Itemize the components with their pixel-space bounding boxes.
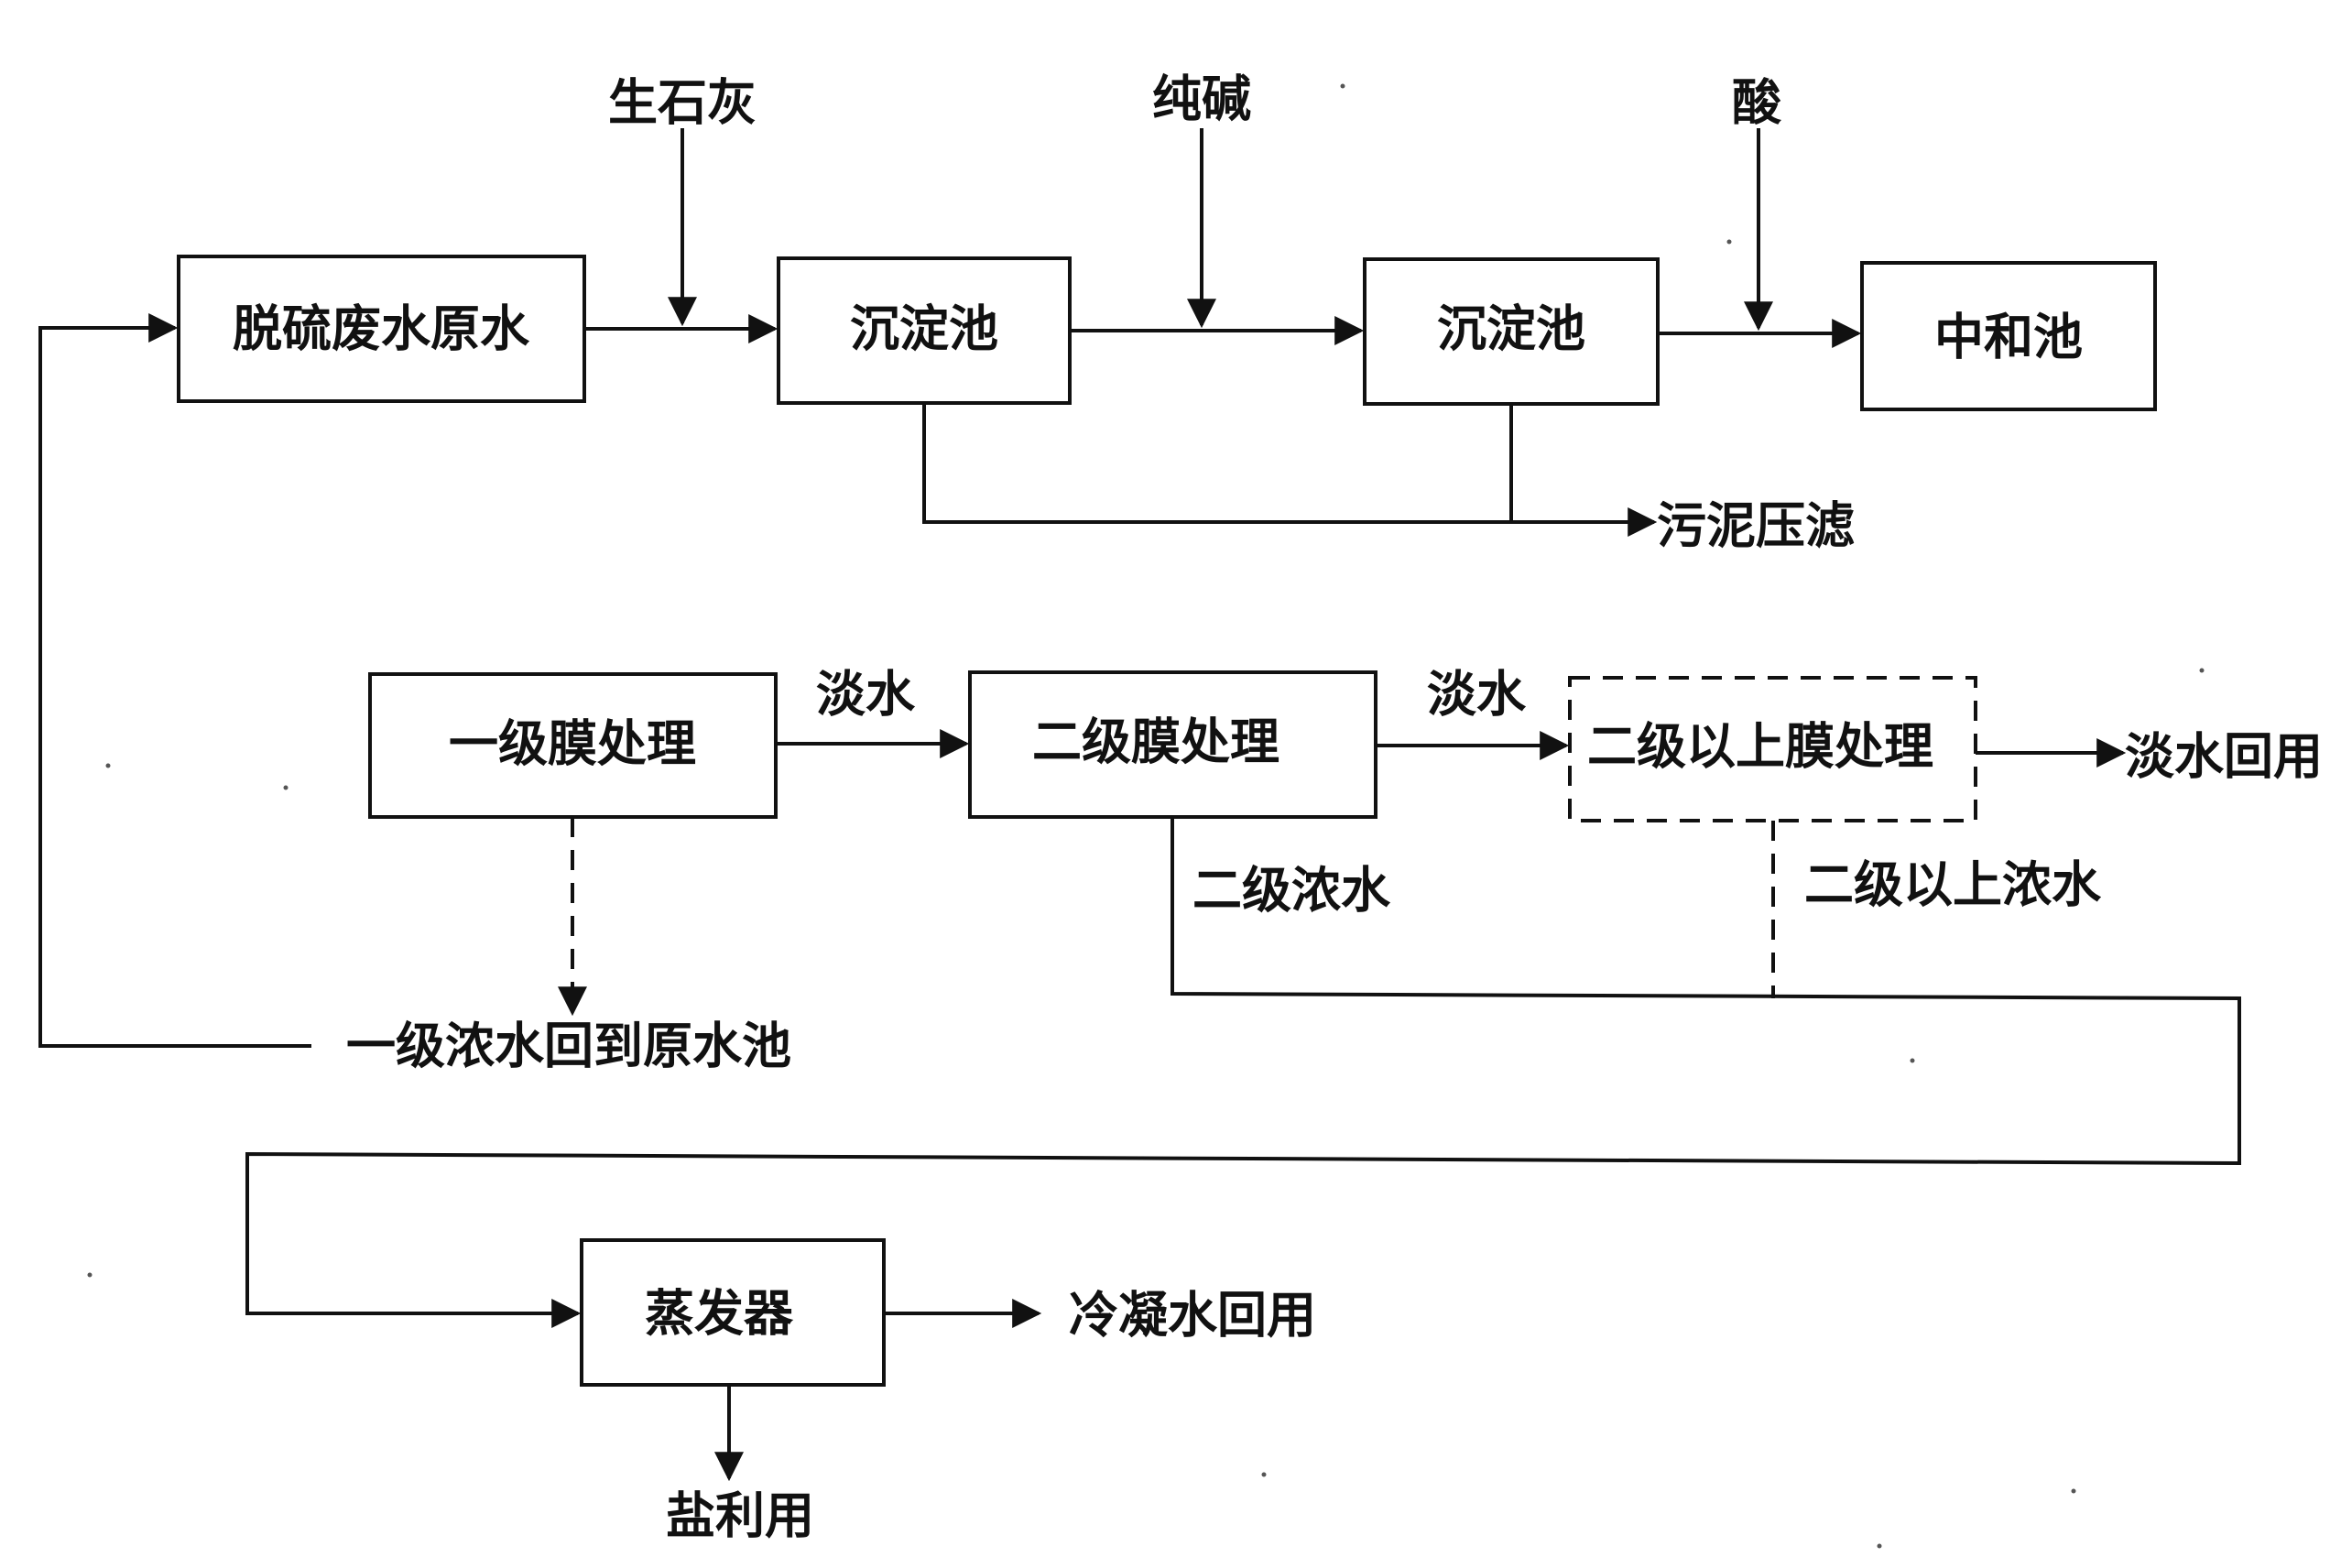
box-evaporator-label: 蒸发器 [645,1285,794,1343]
output-salt-use-label: 盐利用 [666,1487,814,1545]
speck [1726,239,1732,245]
speck [87,1272,93,1278]
speck [283,785,289,790]
output-concentrate-1-return-label: 一级浓水回到原水池 [346,1018,791,1075]
box-membrane-stage-1-label: 一级膜处理 [449,715,696,773]
box-settling-tank-2: 沉淀池 [1363,257,1660,406]
line-concentrate-to-evaporator [245,817,2241,1328]
output-fresh-water-reuse-label: 淡水回用 [2125,728,2323,786]
box-raw-water: 脱硫废水原水 [177,255,586,403]
flow-concentrate-2-label: 二级浓水 [1192,862,1391,920]
box-settling-tank-1: 沉淀池 [777,256,1072,405]
speck [2199,668,2205,673]
box-membrane-stage-1: 一级膜处理 [368,672,778,819]
speck [1261,1472,1267,1477]
box-settling-tank-1-label: 沉淀池 [850,300,998,358]
box-settling-tank-2-label: 沉淀池 [1437,300,1585,358]
speck [1340,83,1345,89]
box-membrane-above-stage-2: 二级以上膜处理 [1568,676,1977,822]
box-membrane-above-stage-2-label: 二级以上膜处理 [1587,718,1933,776]
box-neutralization-tank: 中和池 [1860,261,2157,411]
box-membrane-stage-2: 二级膜处理 [968,670,1377,819]
output-sludge-filter-label: 污泥压滤 [1657,497,1855,555]
speck [1910,1058,1915,1063]
input-acid-label: 酸 [1732,74,1782,132]
flow-fresh-water-label-1: 淡水 [816,666,916,724]
box-neutralization-tank-label: 中和池 [1934,309,2083,366]
flow-concentrate-above-2-label: 二级以上浓水 [1804,856,2102,914]
flow-fresh-water-label-2: 淡水 [1427,666,1527,724]
box-raw-water-label: 脱硫废水原水 [233,300,530,358]
line-sludge-from-settling-1 [922,403,1511,524]
box-evaporator: 蒸发器 [580,1238,886,1387]
input-soda-ash-label: 纯碱 [1152,71,1251,128]
box-membrane-stage-2-label: 二级膜处理 [1032,713,1279,771]
input-quicklime-label: 生石灰 [608,74,757,132]
speck [2071,1488,2076,1494]
line-concentrate-1-return-to-raw [38,313,311,1048]
speck [1877,1543,1882,1549]
speck [105,763,111,768]
output-condensate-reuse-label: 冷凝水回用 [1069,1287,1316,1345]
